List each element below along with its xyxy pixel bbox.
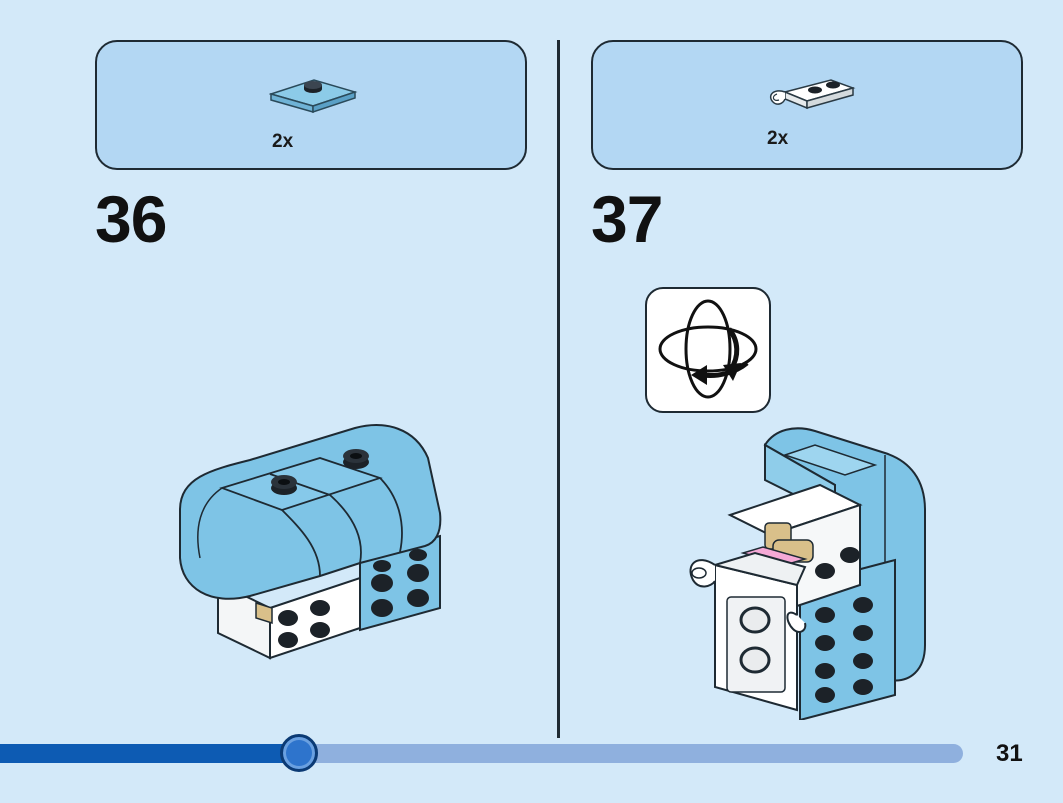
page-number: 31 (996, 740, 1023, 767)
step-divider (557, 40, 560, 738)
part-quantity: 2x (767, 128, 789, 149)
part-quantity: 2x (272, 131, 294, 152)
build-progress-knob (280, 734, 318, 772)
build-progress-bar (0, 744, 963, 763)
step-37-parts-callout: 2x (591, 40, 1023, 170)
plate-1x2-with-clip-icon (769, 79, 856, 110)
build-progress-fill (0, 744, 299, 763)
tile-1x1-with-center-stud-icon (269, 79, 358, 114)
rotate-model-indicator (645, 287, 771, 413)
rotate-model-icon (658, 299, 758, 399)
step-36-parts-callout: 2x (95, 40, 527, 170)
step-number: 36 (95, 182, 167, 256)
step-36-model-illustration (179, 424, 442, 660)
step-number: 37 (591, 182, 663, 256)
step-37-model-illustration (689, 427, 926, 720)
